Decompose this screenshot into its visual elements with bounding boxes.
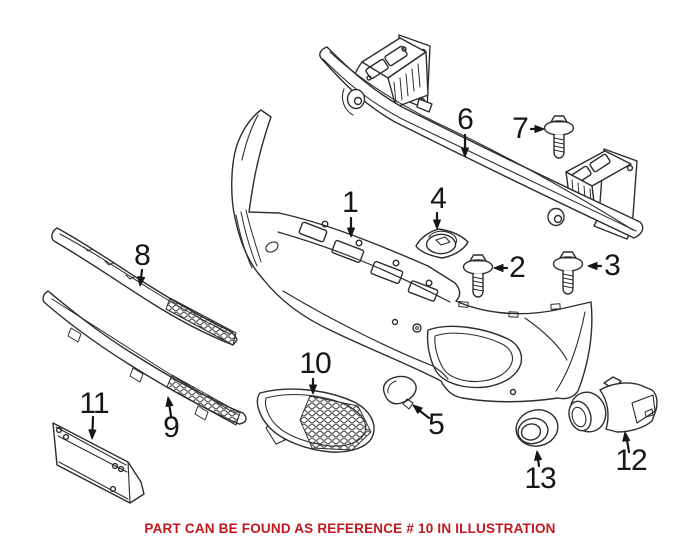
callout-arrow-7 <box>529 125 545 133</box>
part-4-bracket-drawing <box>415 228 469 259</box>
callout-7-label: 7 <box>512 112 529 145</box>
callout-6-label: 6 <box>457 103 474 136</box>
part-5-towhook-cover-drawing <box>382 375 417 410</box>
callout-arrow-2 <box>493 264 509 272</box>
callout-9-label: 9 <box>163 411 180 444</box>
part-1-bumper-cover-drawing <box>231 109 593 403</box>
callout-arrow-12 <box>622 431 631 454</box>
callout-arrow-11 <box>88 415 97 440</box>
callout-arrow-4 <box>433 211 441 230</box>
callout-13-label: 13 <box>524 462 556 495</box>
callout-arrows <box>88 125 631 468</box>
part-2-bolt-drawing <box>462 254 494 298</box>
callout-4-label: 4 <box>430 182 447 215</box>
part-3-bolt-drawing <box>552 251 584 295</box>
callout-12-label: 12 <box>615 444 647 477</box>
callout-2-label: 2 <box>509 251 526 284</box>
callout-5-label: 5 <box>428 408 445 441</box>
part-11-license-bracket-drawing <box>52 422 145 504</box>
callout-arrow-3 <box>587 262 603 270</box>
callout-10-label: 10 <box>299 347 331 380</box>
callout-arrow-1 <box>347 216 355 238</box>
callout-arrow-8 <box>137 268 146 287</box>
reference-caption: PART CAN BE FOUND AS REFERENCE # 10 IN I… <box>144 521 556 536</box>
part-10-grille-drawing <box>256 388 375 453</box>
part-7-bolt-drawing <box>543 115 575 159</box>
callout-arrow-13 <box>534 450 543 468</box>
callout-arrow-5 <box>412 404 431 420</box>
part-8-trim-strip-drawing <box>51 227 238 346</box>
part-6-bumper-reinforcement-drawing <box>319 34 644 240</box>
part-12-pdc-sensor-drawing <box>568 376 658 433</box>
callout-11-label: 11 <box>79 387 109 420</box>
callout-3-label: 3 <box>604 249 621 282</box>
callout-arrow-9 <box>165 396 174 418</box>
callout-1-label: 1 <box>342 186 359 219</box>
callout-arrow-6 <box>461 133 469 158</box>
callout-8-label: 8 <box>134 239 151 272</box>
part-13-trim-ring-drawing <box>515 409 559 447</box>
callout-arrow-10 <box>309 377 317 395</box>
part-9-trim-strip-drawing <box>42 290 247 426</box>
